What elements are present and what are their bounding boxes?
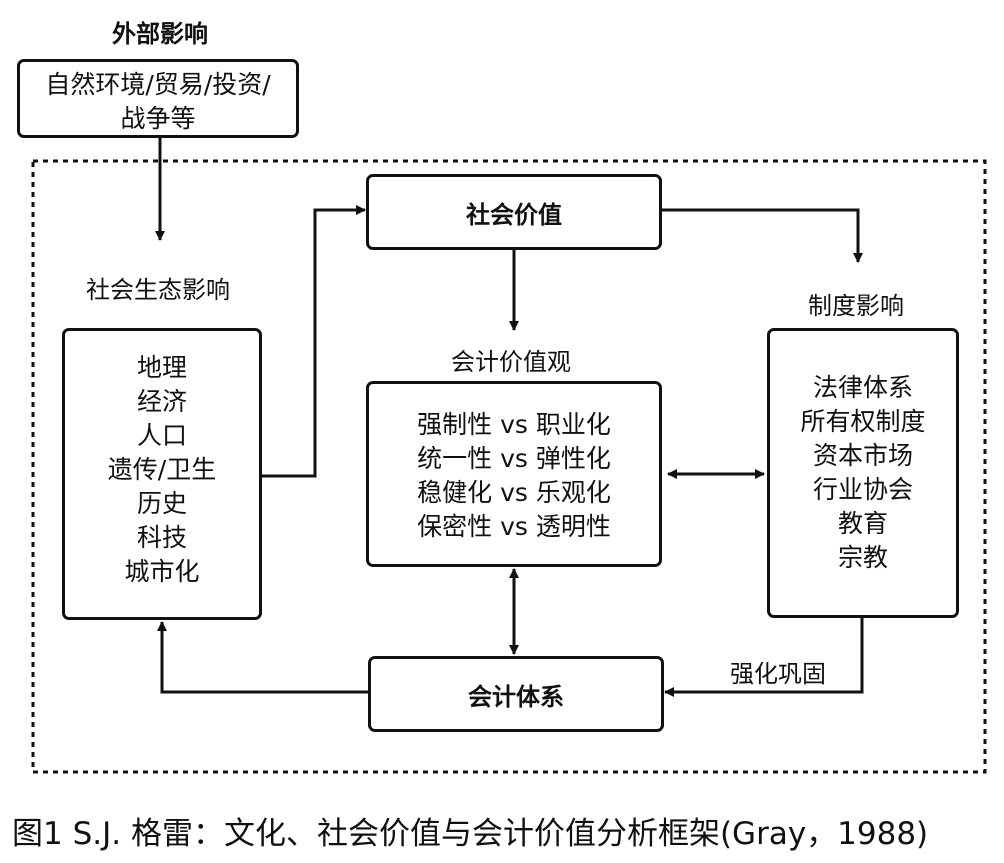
reinforce-label: 强化巩固: [730, 660, 826, 688]
accounting-value-pair: 统一性 vs 弹性化: [417, 444, 611, 473]
institutional-box: 法律体系 所有权制度 资本市场 行业协会 教育 宗教: [767, 328, 959, 618]
external-influence-box: 自然环境/贸易/投资/ 战争等: [17, 59, 299, 138]
arrow-institutional-to-system: [664, 617, 864, 697]
institutional-item: 教育: [837, 509, 888, 538]
ecology-item: 人口: [136, 421, 187, 450]
ecology-item: 城市化: [124, 557, 200, 586]
dotted-frame: [31, 159, 987, 774]
arrow-system-to-ecology: [157, 621, 368, 694]
arrow-ecology-to-social-values: [262, 205, 366, 478]
figure-caption: 图1 S.J. 格雷：文化、社会价值与会计价值分析框架(Gray，1988): [12, 816, 929, 852]
accounting-value-pair: 强制性 vs 职业化: [417, 410, 611, 439]
institutional-item: 资本市场: [812, 441, 913, 470]
ecology-box: 地理 经济 人口 遗传/卫生 历史 科技 城市化: [62, 328, 262, 620]
institutional-heading: 制度影响: [808, 292, 904, 320]
ecology-item: 地理: [136, 353, 187, 382]
institutional-item: 宗教: [837, 543, 888, 572]
external-heading: 外部影响: [112, 20, 208, 48]
accounting-value-pair: 稳健化 vs 乐观化: [417, 478, 611, 507]
accounting-values-box: 强制性 vs 职业化 统一性 vs 弹性化 稳健化 vs 乐观化 保密性 vs …: [366, 381, 662, 567]
ecology-item: 遗传/卫生: [107, 455, 217, 484]
arrow-social-values-to-institutional: [661, 208, 863, 263]
social-values-title: 社会价值: [466, 200, 562, 229]
accounting-system-box: 会计体系: [368, 656, 664, 732]
accounting-value-pair: 保密性 vs 透明性: [417, 512, 611, 541]
accounting-values-heading: 会计价值观: [451, 348, 571, 376]
accounting-system-title: 会计体系: [468, 682, 564, 711]
ecology-heading: 社会生态影响: [86, 276, 230, 304]
external-line-2: 战争等: [120, 104, 196, 133]
ecology-item: 历史: [136, 489, 187, 518]
institutional-item: 法律体系: [812, 373, 913, 402]
external-line-1: 自然环境/贸易/投资/: [45, 70, 271, 99]
social-values-box: 社会价值: [366, 174, 662, 250]
institutional-item: 所有权制度: [800, 407, 926, 436]
institutional-item: 行业协会: [812, 475, 913, 504]
ecology-item: 经济: [136, 387, 187, 416]
ecology-item: 科技: [136, 523, 187, 552]
